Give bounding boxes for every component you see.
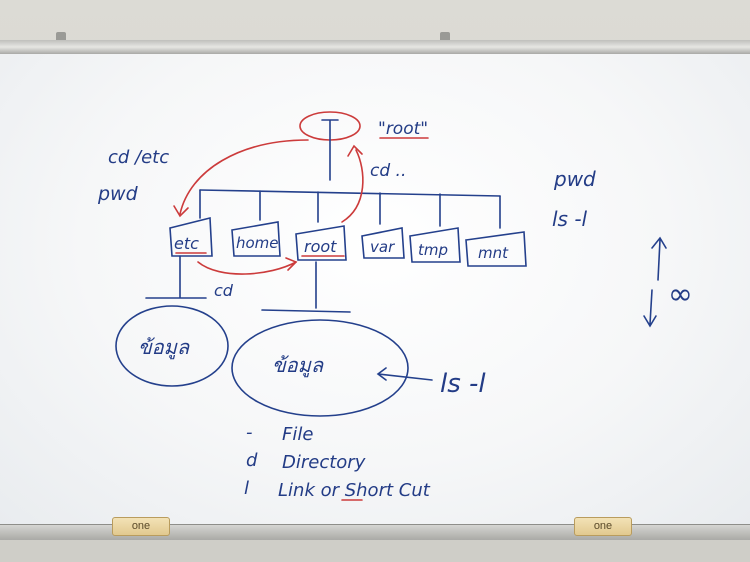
pwd-left-label: pwd xyxy=(97,183,139,205)
dir-box: home xyxy=(231,221,281,257)
dir-box: var xyxy=(361,227,405,259)
whiteboard xyxy=(0,54,750,524)
down-arrow xyxy=(643,289,657,328)
board-clip xyxy=(440,32,450,44)
arrow-cd-etc xyxy=(179,139,309,215)
cd-mid-label: cd xyxy=(214,281,234,300)
cd-up-label: cd .. xyxy=(370,161,406,181)
root-data-stem xyxy=(261,261,351,313)
etc-stem xyxy=(145,255,207,299)
root-stem xyxy=(321,119,339,181)
dir-box: tmp xyxy=(409,227,461,263)
svg-text:Directory: Directory xyxy=(282,452,366,473)
floor xyxy=(0,540,750,562)
svg-text:d: d xyxy=(246,450,258,471)
eraser-right[interactable]: one xyxy=(574,517,632,536)
arrow-cd-root xyxy=(197,261,297,275)
data-ellipse-right xyxy=(231,319,409,417)
board-clip xyxy=(56,32,66,44)
marker-tray xyxy=(0,524,750,541)
svg-text:tmp: tmp xyxy=(418,241,448,259)
up-arrow xyxy=(651,236,667,281)
ls-right-label: ls -l xyxy=(552,207,588,231)
infinity-label: ∞ xyxy=(668,277,693,312)
data-ellipse-left xyxy=(115,305,229,387)
tree-bar xyxy=(199,189,501,197)
svg-text:Link or Short Cut: Link or Short Cut xyxy=(278,480,431,501)
ls-arrow-label: ls -l xyxy=(440,369,486,399)
arrow-head xyxy=(347,144,363,157)
data-left-label: ข้อมูล xyxy=(138,335,191,360)
ls-arrow xyxy=(376,367,433,381)
svg-text:var: var xyxy=(370,238,395,256)
pwd-right-label: pwd xyxy=(553,167,596,191)
svg-text:root: root xyxy=(304,237,337,256)
legend: - File d Directory l Link or Short Cut xyxy=(244,422,431,501)
arrow-cd-up xyxy=(341,149,364,223)
data-right-label: ข้อมูล xyxy=(272,353,325,378)
svg-text:l: l xyxy=(244,478,249,499)
svg-text:File: File xyxy=(282,424,313,445)
arrow-head xyxy=(173,205,189,218)
svg-text:-: - xyxy=(246,422,253,443)
dir-box: mnt xyxy=(465,231,527,267)
arrow-head xyxy=(285,257,298,271)
svg-text:home: home xyxy=(236,234,279,252)
tree-drops xyxy=(199,189,501,229)
dir-box: root xyxy=(295,225,347,261)
svg-text:etc: etc xyxy=(174,234,199,253)
svg-text:mnt: mnt xyxy=(478,244,509,262)
cd-etc-label: cd /etc xyxy=(108,147,169,168)
root-quote-label: "root" xyxy=(378,119,428,139)
eraser-left[interactable]: one xyxy=(112,517,170,536)
dir-box: etc xyxy=(169,216,213,257)
